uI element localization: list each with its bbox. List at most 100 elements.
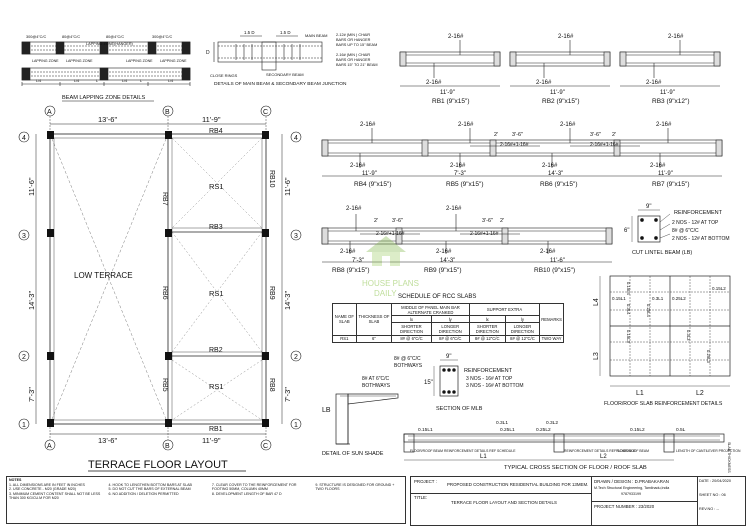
terrace-plan xyxy=(35,116,283,440)
grid-2-left: 2 xyxy=(22,354,26,361)
rb-row2-span-4: 11'-9" xyxy=(658,171,673,177)
sch-sub2-2: LONGER DIRECTION xyxy=(430,322,470,336)
xs-label-1: FLOOR/ROOF BEAM xyxy=(410,449,443,453)
note-1: 1. ALL DIMENSIONS ARE IN FEET IN INCHES xyxy=(9,482,85,487)
dim-top-bc: 11'-9" xyxy=(202,115,221,124)
slab-rs1-a: RS1 xyxy=(209,182,224,191)
rb-row2-bot-2: 2-16# xyxy=(450,163,466,169)
rb3-bot: 2-16# xyxy=(646,80,662,86)
slab-v-1: 0.15L4 xyxy=(626,282,631,295)
dim-left-1: 11'-6" xyxy=(27,177,36,196)
mlb-section xyxy=(433,359,459,397)
sch-row-remarks: TWO WAY xyxy=(539,334,564,343)
columns xyxy=(47,131,269,427)
rb2-bot: 2-16# xyxy=(536,80,552,86)
sunshade-detail xyxy=(335,393,399,445)
sch-row-thick: 6" xyxy=(355,334,393,343)
rb-row2-extra-1: 2' xyxy=(494,132,498,138)
dim-bot-ab: 13'-6" xyxy=(98,436,117,445)
sch-sub1-2: ly xyxy=(430,315,470,324)
rb-row3-span-3: 11'-6" xyxy=(550,258,565,264)
beam-elev-row3 xyxy=(321,214,613,263)
cut-lintel-section xyxy=(631,209,671,243)
xs-label-3: REINFORCEMENT DETAILS REF SCHEDULE xyxy=(564,449,636,453)
rb-row2-extra-3: 2-16#+1-16# xyxy=(500,142,529,148)
junction-note-4: 2-16# (MIN ) CHAIR xyxy=(336,53,370,57)
slab-v-3: 0.25L4 xyxy=(646,304,651,317)
lintel-line-2: 8# @ 6"C/C xyxy=(672,228,699,234)
rb-row3-top-2: 2-16# xyxy=(446,206,462,212)
sch-sub2-3: SHORTER DIRECTION xyxy=(468,322,506,336)
notes-block: NOTES 1. ALL DIMENSIONS ARE IN FEET IN I… xyxy=(6,476,406,524)
xs-top-7: 0.5L xyxy=(676,427,686,433)
slab-h-1: 0.15L1 xyxy=(612,296,626,301)
note-3: 3. MINIMUM CEMENT CONTENT SHALL NOT BE L… xyxy=(9,491,101,501)
grid-b-bot: B xyxy=(165,443,170,450)
rb2-name: RB2 (9"x15") xyxy=(542,98,580,105)
mlb-reinf-title: REINFORCEMENT xyxy=(464,368,513,374)
rb-row3-extra-1: 2' xyxy=(374,218,378,224)
grid-4-left: 4 xyxy=(22,135,26,142)
junction-note-1: 2-12# (MIN ) CHAIR xyxy=(336,33,370,37)
rb-row3-bot-3: 2-16# xyxy=(540,249,556,255)
sch-row-name: RS1 xyxy=(332,334,357,343)
junction-note-5: BARS OR HANGER xyxy=(336,58,371,62)
rb-row2-bot-1: 2-16# xyxy=(350,163,366,169)
mlb-width: 9" xyxy=(446,354,451,360)
lap-zone-2: LAPPING ZONE xyxy=(66,59,93,63)
tb-rev: REV.NO : -- xyxy=(699,507,719,511)
rb8-name: RB8 (9"x15") xyxy=(332,267,370,274)
beam-elev-row2 xyxy=(321,128,723,177)
tb-project-label: PROJECT : xyxy=(414,479,437,484)
lintel-reinf-title: REINFORCEMENT xyxy=(674,210,723,216)
watermark-logo xyxy=(366,236,406,266)
slab-span-l1: L1 xyxy=(636,390,644,397)
beam-rb2: RB2 xyxy=(209,347,223,354)
sunshade-lb: LB xyxy=(322,407,331,414)
rb9-name: RB9 (9"x15") xyxy=(424,267,462,274)
tb-title: TERRACE FLOOR LAYOUT AND SECTION DETAILS xyxy=(451,500,557,505)
mlb-line-1: 3 NOS - 16# AT TOP xyxy=(466,376,513,382)
tb-project: PROPOSED CONSTRUCTION RESIDENTIAL BUILDI… xyxy=(447,482,589,487)
lap-dim-4: 300@4"C/C xyxy=(152,35,172,39)
sch-sub1-1: lx xyxy=(391,315,432,324)
rb1-span: 11'-9" xyxy=(440,90,455,96)
junction-detail xyxy=(213,35,323,71)
grid-a-top: A xyxy=(47,109,52,116)
junction-15d-1: 1.5 D xyxy=(244,30,255,35)
rb-row2-extra-5: 2' xyxy=(612,132,616,138)
rb1-top: 2-16# xyxy=(448,34,464,40)
sch-head-middle: MIDDLE OF PANEL MAIN BAR ALTERNATE CRANK… xyxy=(391,302,470,317)
dim-left-2: 14'-3" xyxy=(27,291,36,310)
terrace-layout-title: TERRACE FLOOR LAYOUT xyxy=(88,459,228,471)
slab-reinf-grid xyxy=(599,275,731,387)
rb3-top: 2-16# xyxy=(668,34,684,40)
sch-row-c4: 8# @ 12"C/C xyxy=(504,334,541,343)
xs-label-4: FLOOR/ROOF BEAM xyxy=(616,449,649,453)
slab-rs1-b: RS1 xyxy=(209,289,224,298)
watermark-line2: DAILY xyxy=(374,289,397,298)
sch-row-c3: 8# @ 12"C/C xyxy=(468,334,506,343)
xs-top-2: 0.3L2 xyxy=(546,420,558,426)
xs-label-5: LENGTH OF CANTILEVER PROJECTION xyxy=(676,449,741,453)
lap-dim-1: 300@4"C/C xyxy=(26,35,46,39)
lintel-line-1: 2 NOS - 12# AT TOP xyxy=(672,220,719,226)
beam-elev-row1 xyxy=(399,40,721,87)
grid-a-bot: A xyxy=(47,443,52,450)
lintel-width: 9" xyxy=(646,204,651,210)
dim-left-3: 7'-3" xyxy=(27,387,36,402)
sch-row-c1: 8# @ 6"C/C xyxy=(391,334,432,343)
xs-top-4: 0.25L1 xyxy=(500,427,515,433)
rb-row3-extra-6: 2-16#+1-16# xyxy=(470,231,499,237)
beam-rb1: RB1 xyxy=(209,426,223,433)
rb7-name: RB7 (9"x15") xyxy=(652,181,690,188)
rb4-name: RB4 (9"x15") xyxy=(354,181,392,188)
sch-row-c2: 8# @ 6"C/C xyxy=(430,334,470,343)
note-4: 4. HOOK TO LENGTHEN BOTTOM BARS AT SLAB xyxy=(108,482,192,487)
rb-row3-extra-3: 2-16#+1-16# xyxy=(376,231,405,237)
beam-rb10: RB10 xyxy=(268,170,275,188)
tb-date: DATE : 20/04/2020 xyxy=(699,479,732,483)
sch-head-remarks: REMARKS xyxy=(539,303,564,336)
note-5: 5. DO NOT CUT THE BARS OF EXTERNAL BEAM xyxy=(108,487,191,492)
